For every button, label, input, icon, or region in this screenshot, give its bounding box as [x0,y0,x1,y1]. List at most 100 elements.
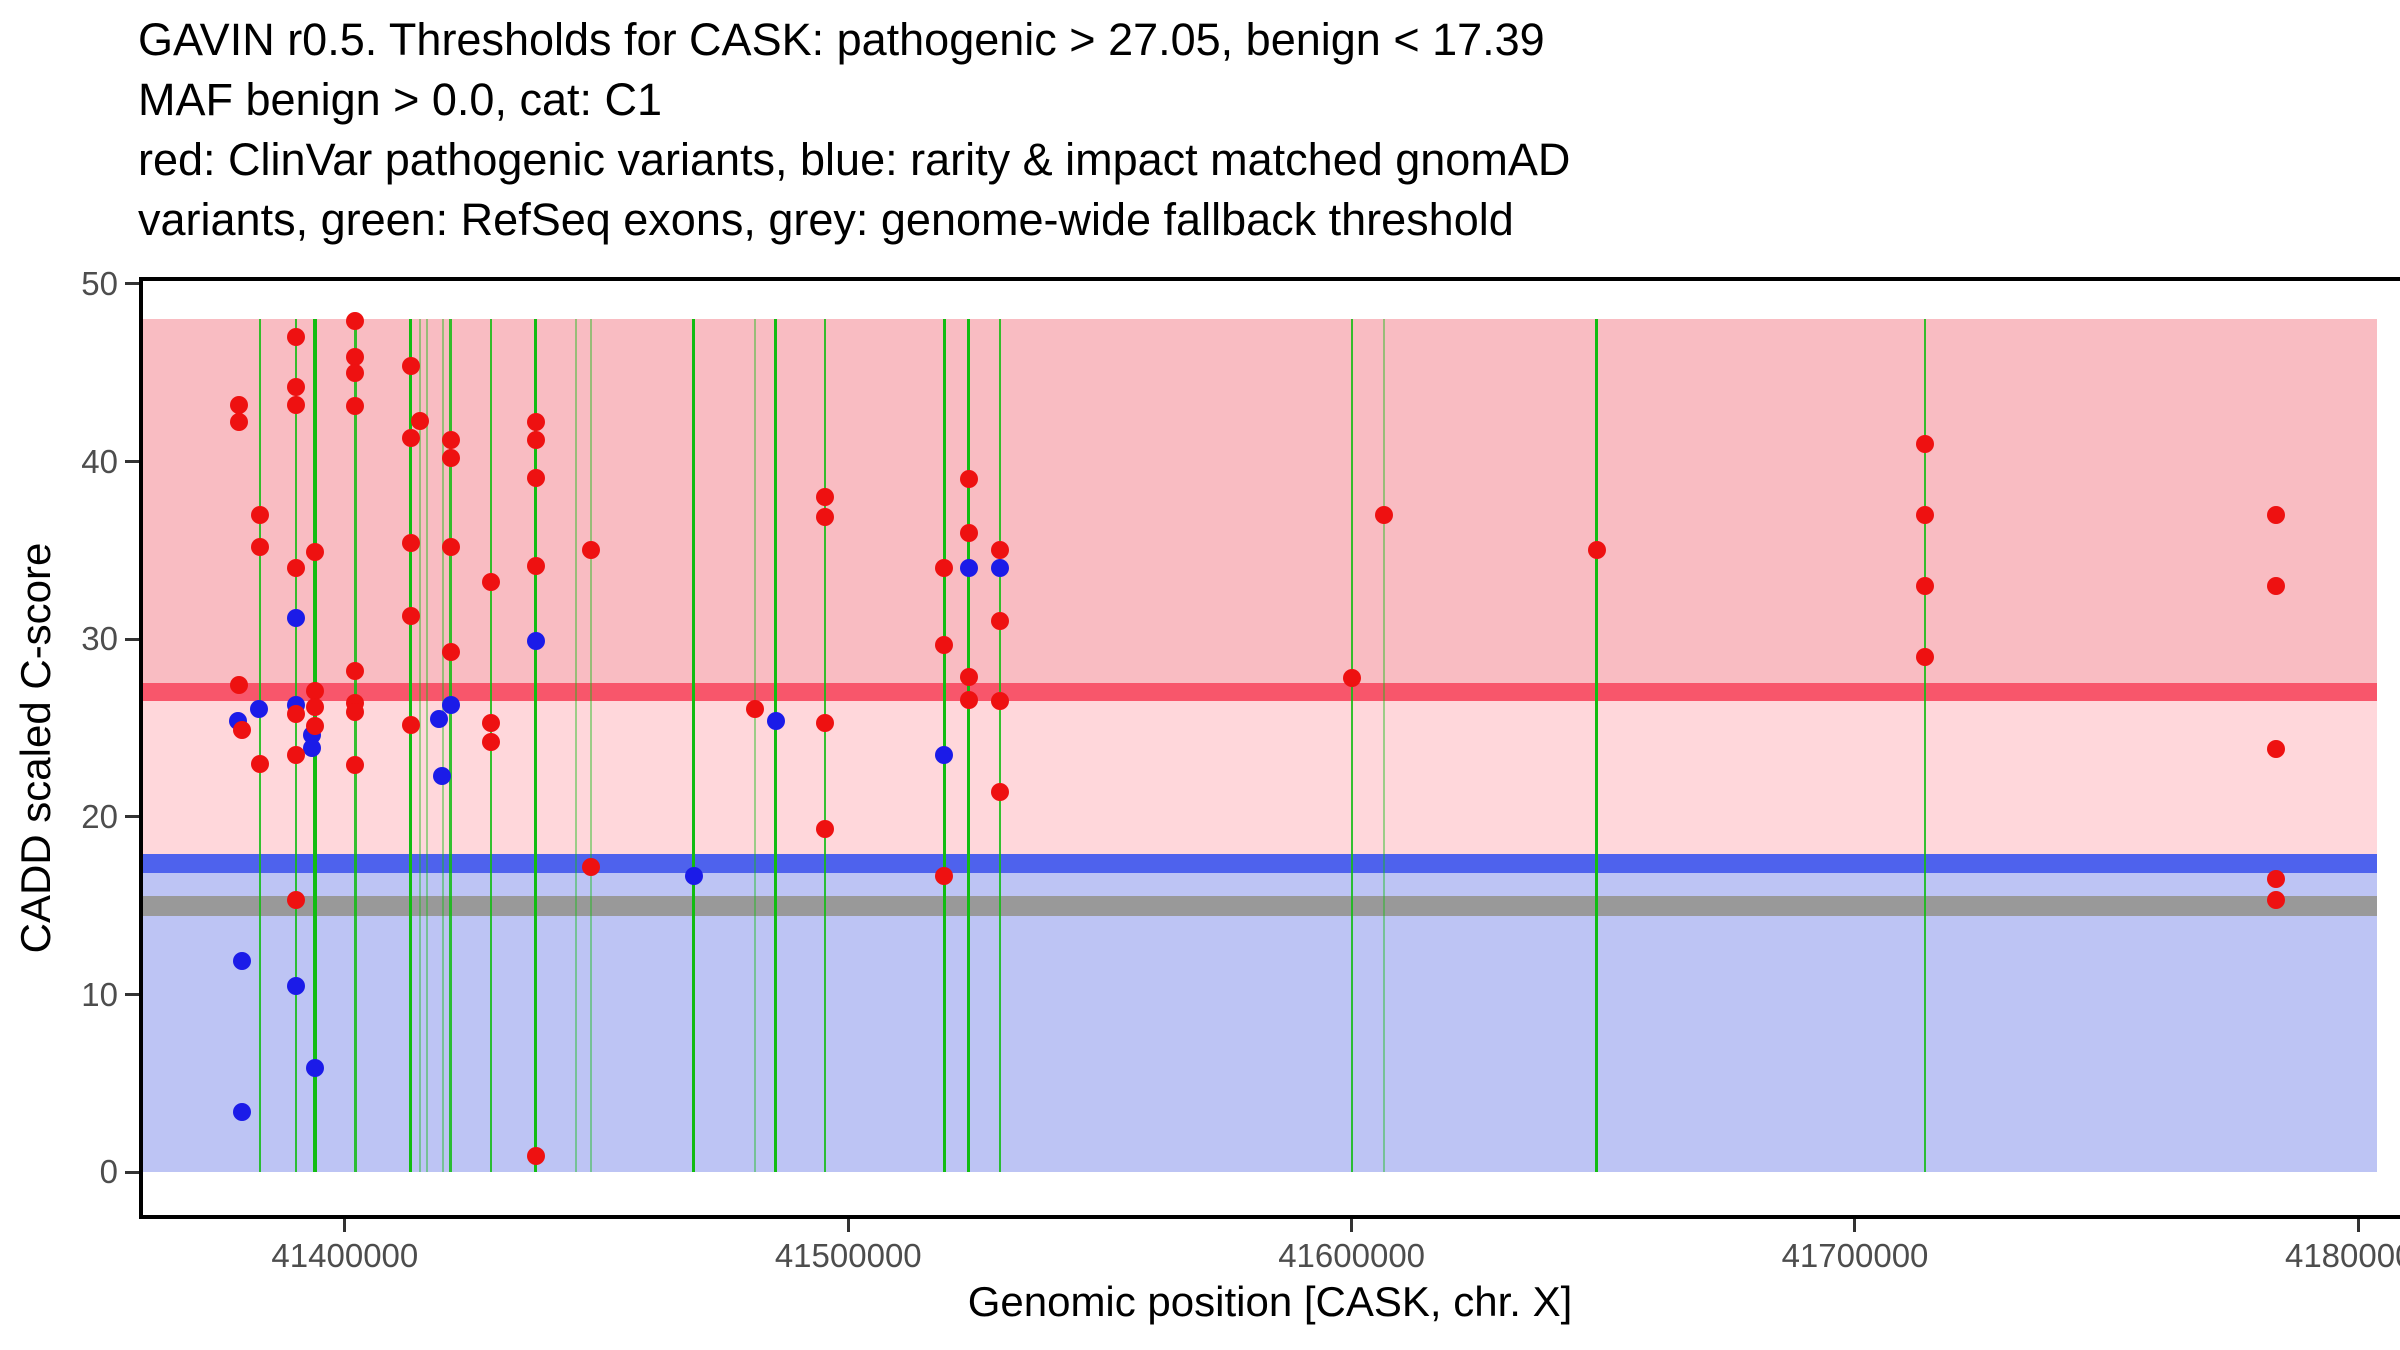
clinvar-pathogenic-point [306,681,325,700]
clinvar-pathogenic-point [346,347,365,366]
clinvar-pathogenic-point [441,642,460,661]
clinvar-pathogenic-point [1374,505,1393,524]
refseq-exon-line [418,319,421,1172]
clinvar-pathogenic-point [230,413,249,432]
gnomad-matched-point [990,559,1009,578]
refseq-exon-line [753,319,756,1172]
clinvar-pathogenic-point [401,356,420,375]
clinvar-pathogenic-point [1587,541,1606,560]
clinvar-pathogenic-point [232,720,251,739]
clinvar-pathogenic-point [935,559,954,578]
clinvar-pathogenic-point [401,429,420,448]
gnomad-matched-point [959,559,978,578]
refseq-exon-line [774,319,778,1172]
clinvar-pathogenic-point [441,431,460,450]
clinvar-pathogenic-point [287,745,306,764]
refseq-exon-line [441,319,445,1172]
clinvar-pathogenic-point [401,534,420,553]
refseq-exon-line [354,319,357,1172]
clinvar-pathogenic-point [816,713,835,732]
gnomad-matched-point [766,711,785,730]
gnomad-matched-point [287,976,306,995]
gnomad-matched-point [430,710,449,729]
intermediate-region [143,691,2377,864]
y-tick-mark [125,993,139,997]
clinvar-pathogenic-point [582,541,600,560]
clinvar-pathogenic-point [306,543,325,562]
clinvar-pathogenic-point [306,717,325,736]
gnomad-matched-point [233,951,252,970]
clinvar-pathogenic-point [287,704,306,723]
clinvar-pathogenic-point [526,413,545,432]
y-tick-label: 20 [81,797,118,835]
clinvar-pathogenic-point [230,395,249,414]
refseq-exon-line [1382,319,1385,1172]
y-tick-label: 30 [81,620,118,658]
y-tick-label: 10 [81,975,118,1013]
clinvar-pathogenic-point [2266,740,2285,759]
clinvar-pathogenic-point [935,866,954,885]
clinvar-pathogenic-point [526,468,545,487]
clinvar-pathogenic-point [401,715,420,734]
clinvar-pathogenic-point [1915,648,1934,667]
clinvar-pathogenic-point [346,703,365,722]
clinvar-pathogenic-point [959,470,978,489]
clinvar-pathogenic-point [287,377,306,396]
refseq-exon-line [409,319,413,1172]
refseq-exon-line [294,319,298,1172]
x-tick-label: 41700000 [1781,1237,1929,1274]
clinvar-pathogenic-point [990,612,1009,631]
refseq-exon-line [1595,319,1599,1172]
clinvar-pathogenic-point [959,667,978,686]
gnomad-matched-point [287,608,306,627]
chart-title: GAVIN r0.5. Thresholds for CASK: pathoge… [138,14,1571,245]
clinvar-pathogenic-point [346,363,365,382]
y-tick-mark [125,460,139,464]
clinvar-pathogenic-point [1915,505,1934,524]
refseq-exon-line [575,319,578,1172]
clinvar-pathogenic-point [526,1147,545,1166]
gnomad-matched-point [935,745,954,764]
pathogenic-threshold-line [143,682,2377,701]
clinvar-pathogenic-point [250,537,269,556]
x-tick-label: 41600000 [1278,1237,1426,1274]
refseq-exon-line [589,319,593,1172]
y-axis-title: CADD scaled C-score [12,542,59,954]
panel-top-line [139,277,2400,281]
y-axis-line [139,277,143,1219]
clinvar-pathogenic-point [745,699,764,718]
clinvar-pathogenic-point [482,713,501,732]
clinvar-pathogenic-point [990,692,1009,711]
gnomad-matched-point [441,695,460,714]
x-tick-mark [2356,1219,2360,1232]
y-tick-label: 40 [81,442,118,480]
clinvar-pathogenic-point [250,754,269,773]
gnomad-matched-point [526,632,545,651]
x-tick-mark [1350,1219,1354,1232]
refseq-exon-line [258,319,261,1172]
refseq-exon-line [691,319,696,1172]
clinvar-pathogenic-point [1915,434,1934,453]
y-tick-label: 0 [99,1153,118,1191]
clinvar-pathogenic-point [2266,576,2285,595]
x-tick-mark [846,1219,850,1232]
x-tick-label: 41800000 [2284,1237,2400,1274]
clinvar-pathogenic-point [229,676,248,695]
clinvar-pathogenic-point [2266,891,2285,910]
clinvar-pathogenic-point [816,488,835,507]
clinvar-pathogenic-point [287,891,306,910]
x-tick-mark [343,1219,347,1232]
clinvar-pathogenic-point [410,411,429,430]
clinvar-pathogenic-point [401,607,420,626]
benign-threshold-line [143,853,2377,873]
refseq-exon-line [998,319,1001,1172]
y-tick-mark [125,637,139,641]
clinvar-pathogenic-point [1915,576,1934,595]
y-tick-label: 50 [81,264,118,302]
clinvar-pathogenic-point [346,312,365,331]
plot-panel [143,281,2400,1215]
gnomad-matched-point [233,1102,252,1121]
genome-wide-fallback-line [143,895,2377,916]
clinvar-pathogenic-point [526,557,545,576]
